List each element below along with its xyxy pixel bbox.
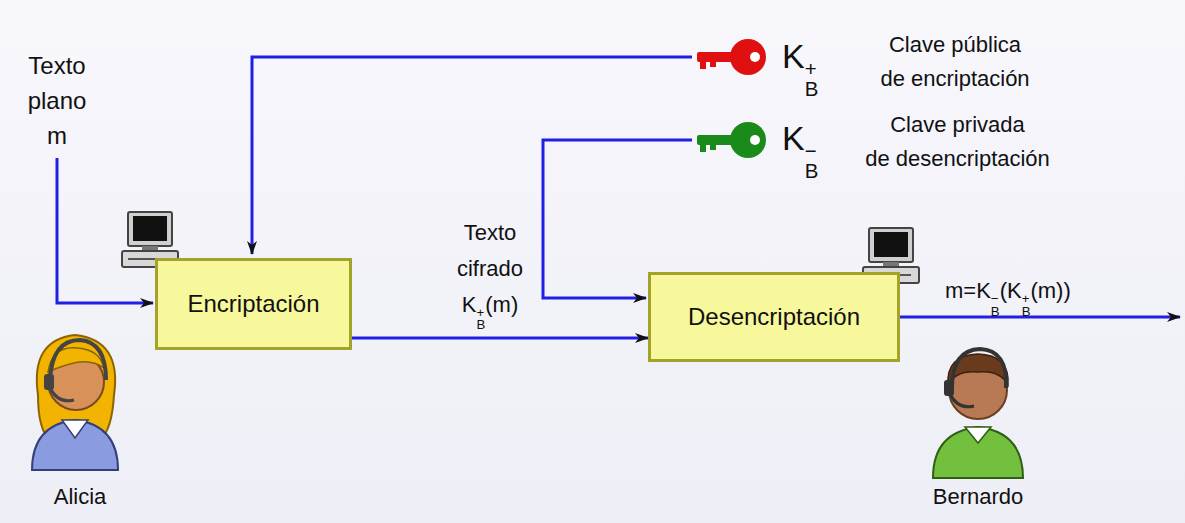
key-index: B+ — [476, 307, 485, 332]
subscript: B — [476, 319, 485, 332]
person-figure — [32, 335, 118, 470]
superscript: − — [991, 293, 1000, 306]
subscript: B — [805, 162, 819, 181]
superscript: + — [476, 307, 485, 320]
text-label: Clave pública de encriptación — [835, 28, 1075, 96]
process-box: Desencriptación — [648, 272, 900, 362]
person-figure — [933, 349, 1023, 478]
text-label: KB− — [782, 116, 818, 181]
key-index: B+ — [1022, 293, 1031, 318]
output-wire — [900, 316, 1180, 319]
process-box: Encriptación — [155, 258, 352, 350]
text-label: Clave privada de desencriptación — [830, 108, 1085, 176]
box-label: Desencriptación — [688, 303, 860, 331]
text-label: Bernardo — [918, 483, 1038, 511]
box-label: Encriptación — [187, 290, 319, 318]
superscript: + — [1022, 293, 1031, 306]
subscript: B — [805, 80, 819, 99]
private-key-icon — [697, 122, 766, 158]
edge-label: Texto cifrado KB+(m) — [430, 215, 550, 332]
subscript: B — [1022, 306, 1031, 319]
superscript: − — [805, 142, 819, 161]
text-label: Texto plano m — [17, 48, 97, 153]
subscript: B — [991, 306, 1000, 319]
key-index: B− — [805, 142, 819, 181]
data-connector — [352, 337, 648, 340]
public-key-icon — [697, 39, 766, 75]
text-label: Alicia — [30, 483, 130, 511]
text-label: KB+ — [782, 34, 818, 99]
key-index: B+ — [805, 60, 819, 99]
text-label: m=KB−(KB+(m)) — [945, 276, 1071, 318]
superscript: + — [805, 60, 819, 79]
key-index: B− — [991, 293, 1000, 318]
